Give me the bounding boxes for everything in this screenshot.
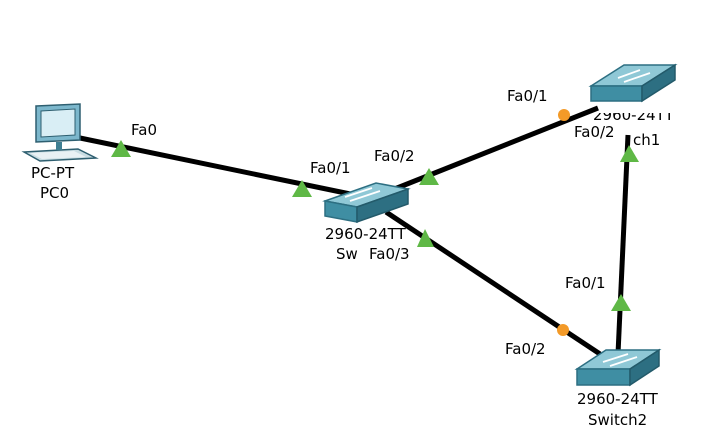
link-up-indicator-pc0-fa0 bbox=[111, 140, 131, 157]
switch1-name-label: ch1 bbox=[633, 131, 661, 149]
switch1-icon[interactable] bbox=[588, 63, 678, 103]
link-up-indicator-sw-fa01 bbox=[292, 180, 312, 197]
link-up-indicator-sw-fa03 bbox=[417, 229, 434, 247]
link-up-indicator-sw-fa02 bbox=[419, 168, 439, 185]
port-label-switch2-fa02: Fa0/2 bbox=[505, 340, 546, 358]
switch-center-icon[interactable] bbox=[322, 182, 411, 224]
link-blocking-indicator-switch1-fa01 bbox=[558, 109, 570, 121]
link-up-indicator-switch2-fa01 bbox=[611, 294, 631, 311]
switch2-name-label: Switch2 bbox=[588, 411, 648, 429]
pc0-computer-icon[interactable] bbox=[21, 103, 99, 162]
port-label-sw-fa02: Fa0/2 bbox=[374, 147, 415, 165]
pc0-model-label: PC-PT bbox=[31, 164, 75, 182]
switch2-model-label: 2960-24TT bbox=[577, 390, 658, 408]
link-switch1-switch2[interactable] bbox=[615, 134, 631, 355]
link-up-indicator-switch1-fa02 bbox=[620, 145, 639, 162]
sw-center-model-label: 2960-24TT bbox=[325, 225, 406, 243]
port-label-switch1-fa01: Fa0/1 bbox=[507, 87, 548, 105]
switch1-model-label: 2960-24TT bbox=[593, 106, 674, 124]
port-label-switch2-fa01: Fa0/1 bbox=[565, 274, 606, 292]
port-label-sw-fa01: Fa0/1 bbox=[310, 159, 351, 177]
sw-center-name-label: Sw bbox=[336, 245, 358, 263]
port-label-sw-fa03: Fa0/3 bbox=[369, 245, 410, 263]
switch2-icon[interactable] bbox=[574, 348, 662, 387]
link-sw-switch1[interactable] bbox=[391, 105, 599, 193]
port-label-switch1-fa02: Fa0/2 bbox=[574, 123, 615, 141]
pc0-name-label: PC0 bbox=[40, 184, 70, 202]
link-pc0-sw[interactable] bbox=[79, 135, 361, 199]
link-blocking-indicator-switch2-fa02 bbox=[557, 324, 569, 336]
port-label-pc0-fa0: Fa0 bbox=[131, 121, 157, 139]
